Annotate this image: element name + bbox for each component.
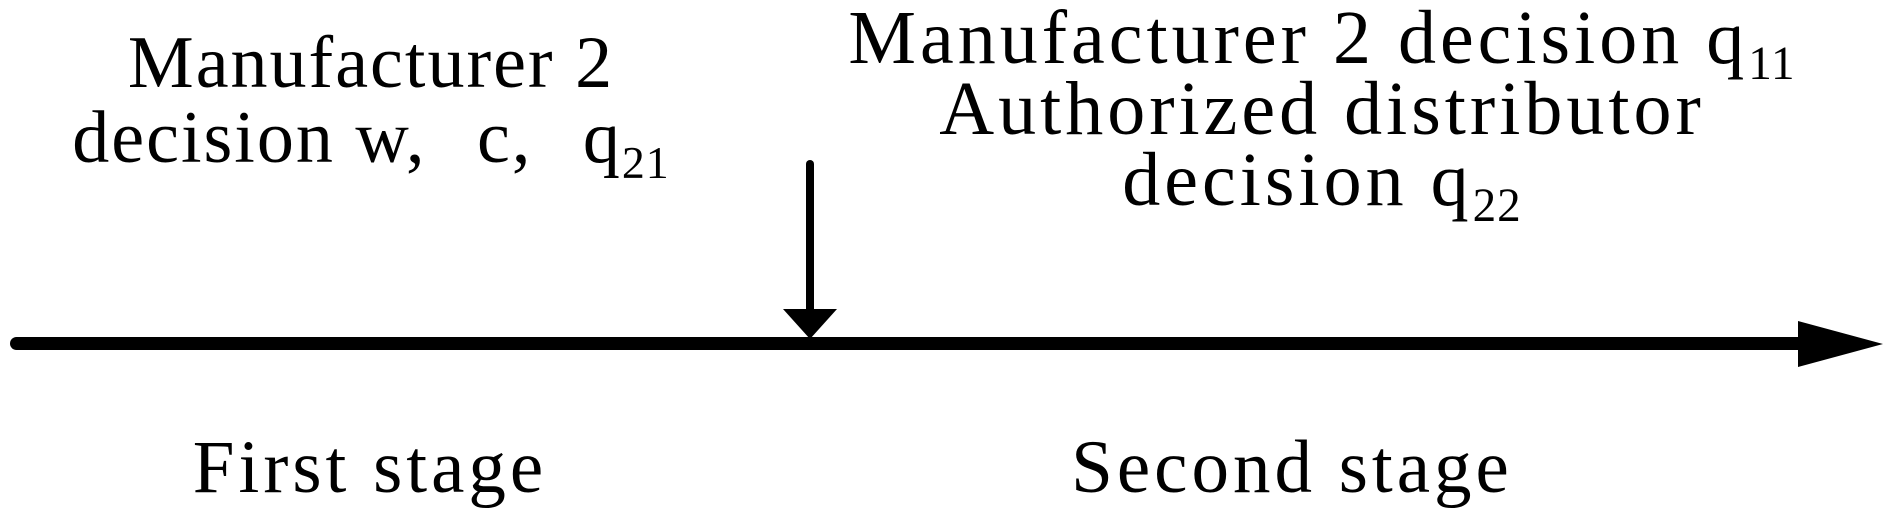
- second-stage-decision-line2: Authorized distributor: [772, 71, 1872, 147]
- q22-base: decision q: [1122, 138, 1473, 222]
- second-stage-decision-line3: decision q22: [772, 142, 1872, 230]
- decision-vars-w: decision w,: [72, 97, 427, 179]
- stage-divider-arrowhead-icon: [783, 309, 837, 339]
- first-stage-decision-block: Manufacturer 2 decision w, c, q21: [21, 26, 721, 186]
- second-stage-decision-block: Manufacturer 2 decision q11 Authorized d…: [772, 0, 1872, 230]
- authorized-distributor-text: Authorized distributor: [939, 67, 1705, 151]
- q11-base: Manufacturer 2 decision q: [848, 0, 1749, 80]
- q22-subscript: 22: [1472, 180, 1522, 233]
- first-stage-decision-line1-text: Manufacturer 2: [127, 22, 615, 104]
- timeline-arrowhead-icon: [1798, 321, 1883, 367]
- decision-vars-c: c,: [477, 97, 533, 179]
- second-stage-label: Second stage: [1071, 426, 1513, 509]
- second-stage-decision-line1: Manufacturer 2 decision q11: [772, 0, 1872, 88]
- timeline-axis-line: [10, 337, 1800, 350]
- q11-subscript: 11: [1748, 38, 1796, 91]
- stage-divider-arrow-shaft: [806, 160, 814, 312]
- decision-vars-q21: q21: [582, 97, 670, 186]
- q21-subscript: 21: [621, 136, 670, 188]
- first-stage-label: First stage: [192, 426, 548, 509]
- q21-base: q: [582, 97, 622, 179]
- first-stage-decision-line2: decision w, c, q21: [21, 101, 721, 186]
- first-stage-decision-line1: Manufacturer 2: [21, 26, 721, 101]
